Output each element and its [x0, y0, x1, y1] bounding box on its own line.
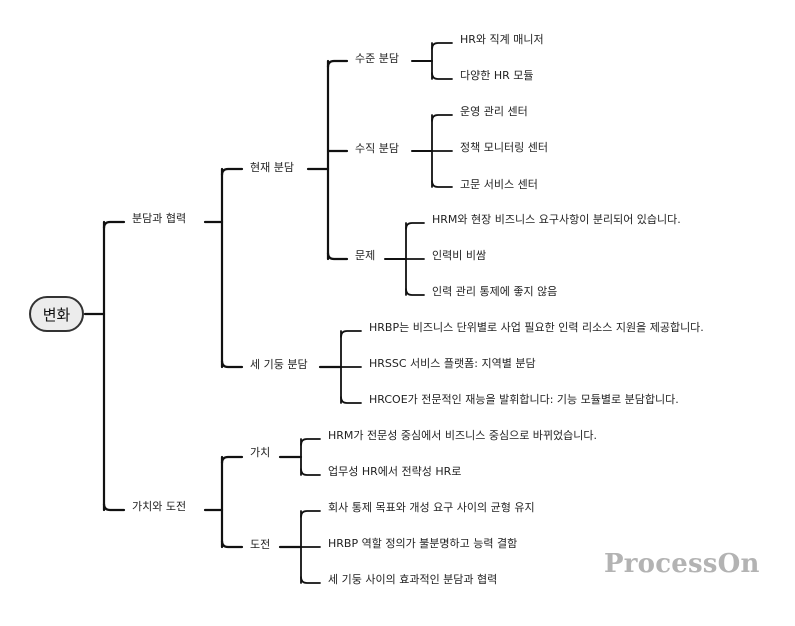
connector-line-32: [431, 114, 453, 122]
leaf-policy-center[interactable]: 정책 모니터링 센터: [460, 141, 548, 154]
leaf-hrbp[interactable]: HRBP는 비즈니스 단위별로 사업 필요한 인력 리소스 지원을 제공합니다.: [369, 321, 704, 334]
connector-line-28: [431, 42, 453, 50]
connector-line-51: [300, 510, 321, 518]
connector-line-37: [405, 222, 425, 230]
connector-line-47: [300, 438, 321, 446]
node-three-pillars[interactable]: 세 기둥 분담: [250, 358, 308, 371]
connector-line-20: [326, 59, 349, 69]
leaf-balance[interactable]: 회사 통제 목표와 개성 요구 사이의 균형 유지: [328, 501, 535, 514]
node-current-sharing[interactable]: 현재 분담: [250, 161, 294, 174]
node-problem[interactable]: 문제: [355, 249, 376, 262]
leaf-hrcoe[interactable]: HRCOE가 전문적인 재능을 발휘합니다: 기능 모듈별로 분담합니다.: [369, 393, 679, 406]
connector-line-44: [340, 396, 362, 404]
node-value[interactable]: 가치: [250, 446, 271, 459]
node-challenge[interactable]: 도전: [250, 538, 271, 551]
connector-line-34: [431, 180, 453, 188]
connector-line-14: [220, 455, 244, 465]
leaf-cooperation[interactable]: 세 기둥 사이의 효과적인 분담과 협력: [328, 573, 498, 586]
leaf-hrssc[interactable]: HRSSC 서비스 플랫폼: 지역별 분담: [369, 357, 536, 370]
connector-line-22: [326, 251, 349, 261]
connector-line-53: [300, 576, 321, 584]
leaf-hr-line-manager[interactable]: HR와 직계 매니저: [460, 33, 544, 46]
leaf-hrbp-role[interactable]: HRBP 역할 정의가 불분명하고 능력 결함: [328, 537, 518, 550]
connector-line-42: [340, 330, 362, 338]
leaf-hrm-business[interactable]: HRM가 전문성 중심에서 비즈니스 중심으로 바뀌었습니다.: [328, 429, 598, 442]
connector-line-3: [102, 502, 126, 512]
connector-line-48: [300, 468, 321, 476]
leaf-strategic-hr[interactable]: 업무성 HR에서 전략성 HR로: [328, 465, 462, 478]
leaf-advisory-center[interactable]: 고문 서비스 센터: [460, 178, 538, 191]
connector-line-39: [405, 288, 425, 296]
leaf-hrm-separated[interactable]: HRM와 현장 비즈니스 요구사항이 분리되어 있습니다.: [432, 213, 681, 226]
root-node[interactable]: 변화: [29, 296, 84, 332]
node-sharing-cooperation[interactable]: 분담과 협력: [132, 212, 187, 225]
node-vertical-sharing[interactable]: 수직 분담: [355, 142, 399, 155]
connector-line-15: [220, 539, 244, 549]
connector-line-29: [431, 72, 453, 80]
node-value-challenge[interactable]: 가치와 도전: [132, 500, 187, 513]
processon-watermark: ProcessOn: [604, 549, 760, 579]
connector-line-8: [220, 167, 244, 177]
leaf-labor-cost[interactable]: 인력비 비쌈: [432, 249, 487, 262]
leaf-operations-center[interactable]: 운영 관리 센터: [460, 105, 528, 118]
leaf-hr-modules[interactable]: 다양한 HR 모듈: [460, 69, 534, 82]
node-level-sharing[interactable]: 수준 분담: [355, 52, 399, 65]
connector-line-2: [102, 220, 126, 230]
leaf-control-issue[interactable]: 인력 관리 통제에 좋지 않음: [432, 285, 558, 298]
connector-line-9: [220, 359, 244, 369]
